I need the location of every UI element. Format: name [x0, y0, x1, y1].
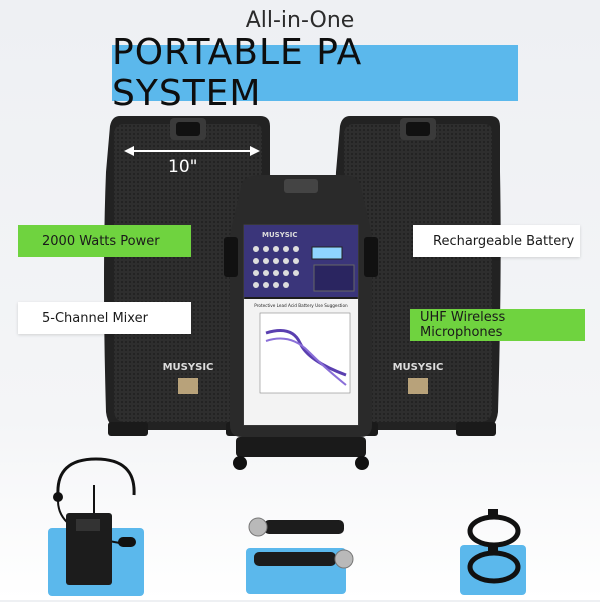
page-subtitle: All-in-One: [245, 8, 355, 33]
right-speaker: MUSYSIC: [334, 116, 501, 436]
handheld-microphones-icon: [248, 517, 354, 569]
dimension-label: 10": [168, 157, 198, 177]
cables-icon: [467, 509, 521, 584]
mixer-unit: MUSYSIC Protective Lead Acid Battery Use…: [224, 175, 378, 470]
left-speaker: MUSYSIC: [104, 116, 271, 436]
page-title: PORTABLE PA SYSTEM: [112, 32, 363, 114]
feature-battery-label: Rechargeable Battery: [413, 225, 580, 257]
dimension-arrow: [124, 146, 260, 156]
left-speaker-brand: MUSYSIC: [163, 362, 214, 373]
title-band: PORTABLE PA SYSTEM: [112, 32, 518, 114]
right-speaker-brand: MUSYSIC: [393, 362, 444, 373]
mixer-chart-caption: Protective Lead Acid Battery Use Suggest…: [254, 303, 348, 308]
feature-mics-label: UHF Wireless Microphones: [410, 309, 585, 341]
headset-transmitter-icon: [53, 457, 136, 585]
feature-watts-label: 2000 Watts Power: [18, 225, 191, 257]
feature-mixer-label: 5-Channel Mixer: [18, 302, 191, 334]
mixer-brand: MUSYSIC: [262, 231, 298, 239]
